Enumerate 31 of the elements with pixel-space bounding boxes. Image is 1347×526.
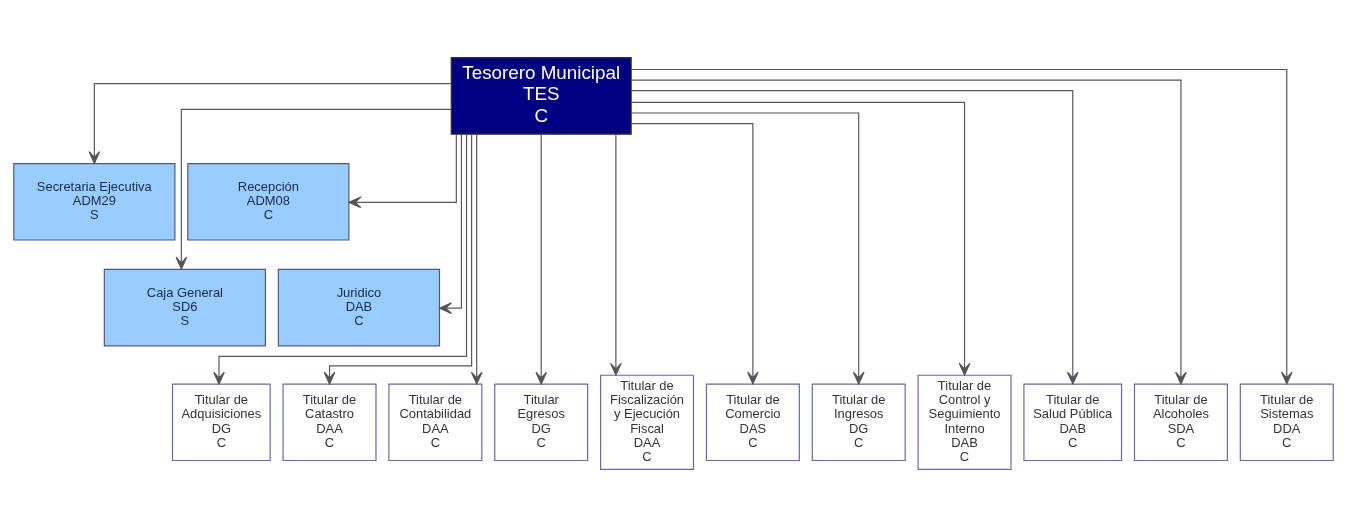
- node-box: Titular de Salud Pública DAB C: [1023, 382, 1123, 461]
- node-box: Recepción ADM08 C: [187, 162, 350, 241]
- node-box: Titular de Comercio DAS C: [705, 382, 800, 461]
- node-box: Titular de Contabilidad DAA C: [388, 382, 483, 461]
- arrow: [630, 78, 1187, 385]
- node-box: Titular de Alcoholes SDA C: [1133, 382, 1228, 461]
- arrow: [630, 122, 759, 384]
- arrow: [630, 111, 865, 385]
- arrow: [323, 133, 473, 385]
- node-box: Juridico DAB C: [277, 268, 441, 346]
- node-box: Tesorero Municipal TES C: [450, 56, 632, 135]
- node-box: Titular de Control y Seguimiento Interno DAB C: [917, 374, 1012, 470]
- arrow: [630, 89, 1079, 384]
- node-box: Titular Egresos DG C: [494, 382, 589, 461]
- node-box: Titular de Sistemas DDA C: [1239, 382, 1334, 461]
- arrow: [213, 133, 468, 385]
- arrow: [348, 133, 457, 208]
- arrow: [535, 133, 548, 385]
- node-box: Titular de Fiscalización y Ejecución Fiscal DAA C: [600, 374, 695, 470]
- node-box: Secretaria Ejecutiva ADM29 S: [13, 162, 176, 241]
- arrow: [630, 68, 1293, 384]
- arrow: [630, 101, 971, 376]
- arrow: [175, 108, 452, 269]
- node-box: Titular de Ingresos DG C: [811, 382, 906, 461]
- node-box: Titular de Adquisiciones DG C: [171, 382, 271, 461]
- arrow: [439, 133, 463, 314]
- arrow: [610, 133, 622, 376]
- node-box: Caja General SD6 S: [103, 268, 267, 346]
- arrow: [470, 133, 483, 385]
- arrow: [88, 82, 452, 164]
- node-box: Titular de Catastro DAA C: [282, 382, 377, 461]
